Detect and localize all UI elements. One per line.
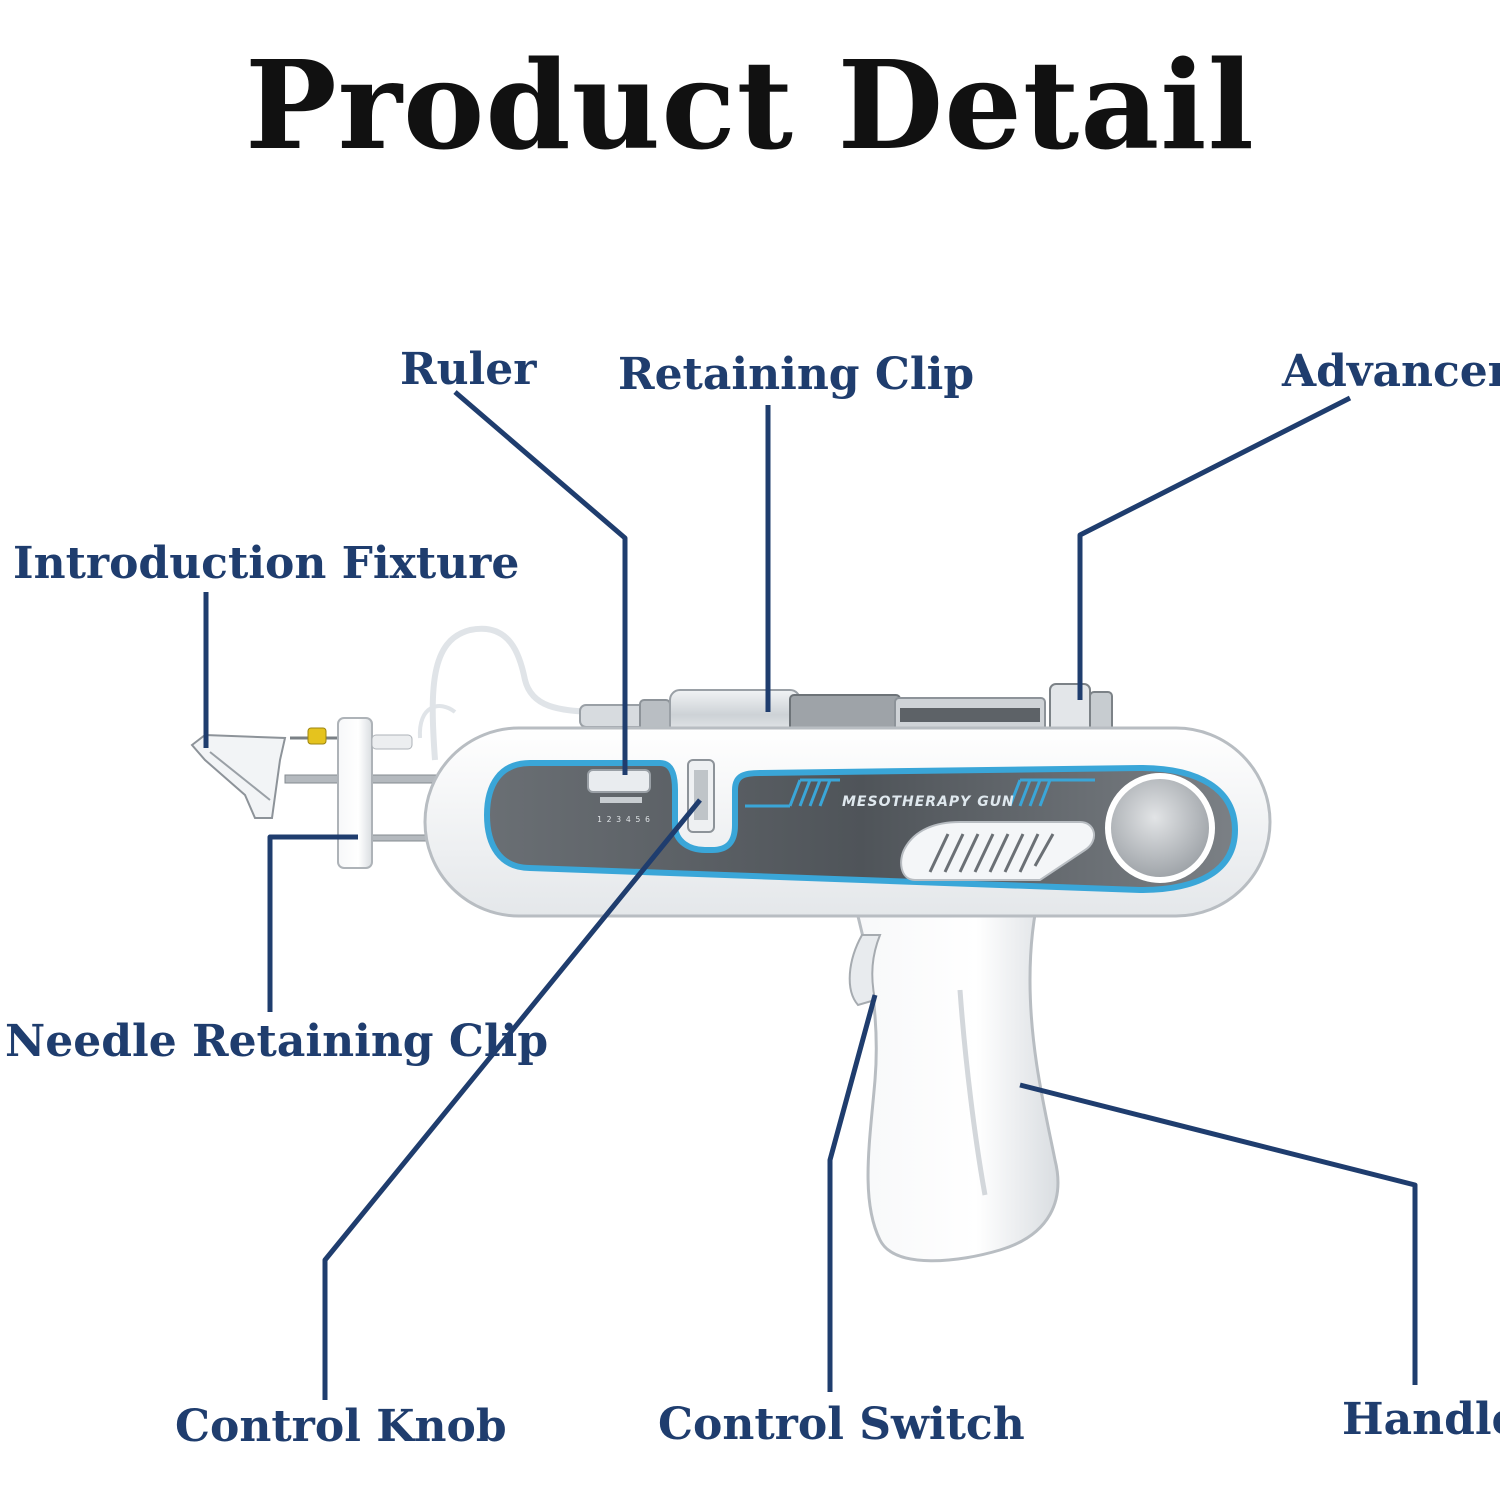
leader-ruler <box>453 390 628 775</box>
leader-control-switch <box>827 994 878 1392</box>
needle-front-assembly <box>190 717 446 869</box>
leader-handle <box>1019 1082 1418 1385</box>
ruler-window <box>587 769 651 793</box>
ruler-digits: 1 2 3 4 5 6 <box>597 815 650 824</box>
label-retaining-clip: Retaining Clip <box>618 349 975 400</box>
page-title: Product Detail <box>244 33 1255 177</box>
label-control-switch: Control Switch <box>658 1399 1025 1450</box>
leader-advancer <box>1077 395 1352 700</box>
label-handle: Handle <box>1342 1394 1500 1445</box>
stripe-decoration-right <box>1008 778 1095 807</box>
handle-body <box>853 888 1060 1263</box>
rear-dial <box>1105 773 1215 883</box>
label-needle-retaining-clip: Needle Retaining Clip <box>5 1016 549 1067</box>
mesotherapy-gun: 1 2 3 4 5 6 MESOTHERAPY GUN <box>190 625 1272 1263</box>
label-ruler: Ruler <box>400 344 537 395</box>
leader-control-knob <box>322 798 702 1400</box>
label-introduction-fixture: Introduction Fixture <box>13 538 520 589</box>
leader-needle-retaining-clip <box>267 834 358 1012</box>
label-control-knob: Control Knob <box>175 1401 507 1452</box>
leader-lines <box>203 390 1418 1400</box>
brand-text: MESOTHERAPY GUN <box>842 794 1015 810</box>
label-advancer: Advancer <box>1282 346 1500 397</box>
stripe-decoration-left <box>745 778 840 808</box>
fluid-tube <box>429 625 591 761</box>
